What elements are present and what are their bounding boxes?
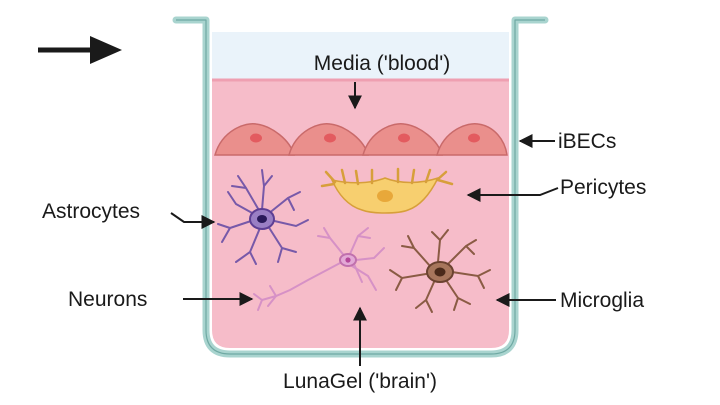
direction-arrow-icon — [38, 36, 122, 64]
arrow-pericytes — [466, 187, 559, 202]
label-media: Media ('blood') — [314, 52, 450, 75]
neuron-cell — [253, 227, 385, 311]
label-lunagel: LunaGel ('brain') — [283, 370, 437, 393]
arrow-astrocytes — [170, 212, 216, 229]
label-microglia: Microglia — [560, 289, 644, 312]
media-layer — [212, 32, 509, 80]
label-pericytes: Pericytes — [560, 176, 646, 199]
astrocyte-cell — [217, 169, 309, 265]
label-neurons: Neurons — [68, 288, 147, 311]
label-astrocytes: Astrocytes — [42, 200, 140, 223]
microglia-cell — [389, 229, 491, 313]
ibec-cells — [214, 122, 508, 156]
pericyte-cell — [320, 167, 454, 214]
label-ibecs: iBECs — [558, 130, 616, 153]
